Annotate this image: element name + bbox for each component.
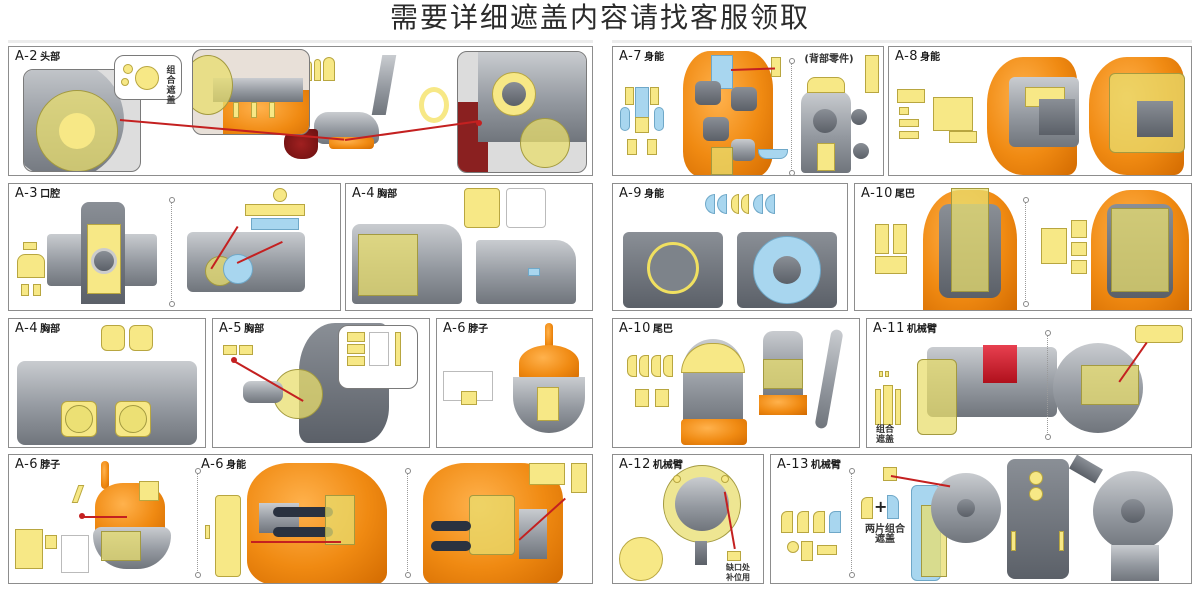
tail-model-c [814, 328, 844, 430]
mask-callout [338, 325, 418, 389]
mask-part [314, 59, 321, 81]
mask-part [323, 57, 335, 81]
chest-model [17, 361, 197, 445]
chest-model-outer [476, 240, 576, 304]
plus-icon: + [874, 497, 888, 516]
detail-inset-jaw [192, 49, 310, 135]
combo-mask-note: 组合遮盖 [166, 66, 176, 106]
mask-callout: 组合遮盖 [114, 55, 182, 106]
back-parts-note: (背部零件) [804, 54, 854, 65]
gap-fill-note: 缺口处补位用 [726, 563, 750, 582]
mask-part [419, 87, 449, 123]
detail-inset-joint [457, 51, 587, 173]
two-piece-mask-note: 两片组合遮盖 [865, 524, 905, 545]
combo-mask-note: 组合遮盖 [875, 425, 894, 445]
top-divider-right [612, 40, 1192, 43]
neck-model [519, 345, 579, 381]
top-divider-left [8, 40, 593, 43]
page-title: 需要详细遮盖内容请找客服领取 [389, 1, 810, 34]
